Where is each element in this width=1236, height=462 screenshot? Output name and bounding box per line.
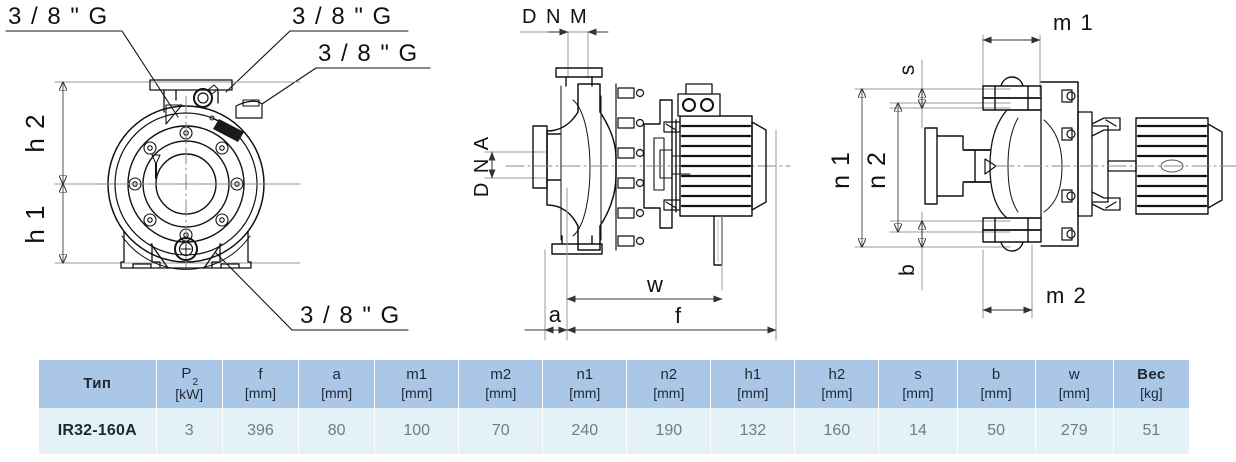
column-header-m2: m2 [mm] — [459, 360, 543, 408]
cell-a: 80 — [299, 408, 375, 454]
cell-f: 396 — [222, 408, 299, 454]
cell-m2: 70 — [459, 408, 543, 454]
cell-m1: 100 — [375, 408, 459, 454]
table-header-row: Тип P2 [kW] f [mm] a [mm] m1 [mm] m2 [mm… — [39, 360, 1189, 408]
callout-label-top-left: 3 / 8 " G — [8, 3, 109, 30]
dim-label-m2: m 2 — [1046, 283, 1087, 308]
top-view-graphic — [854, 34, 1236, 319]
dim-label-f: f — [675, 303, 682, 328]
cell-n1: 240 — [543, 408, 627, 454]
side-view-graphic — [484, 28, 791, 341]
column-header-h2: h2 [mm] — [795, 360, 879, 408]
cell-h1: 132 — [711, 408, 795, 454]
cell-weight: 51 — [1113, 408, 1189, 454]
cell-p2: 3 — [156, 408, 222, 454]
callout-label-top-right: 3 / 8 " G — [292, 3, 393, 30]
dim-label-s: s — [896, 65, 919, 76]
column-header-s: s [mm] — [879, 360, 957, 408]
dim-label-a: a — [549, 302, 562, 327]
column-header-a: a [mm] — [299, 360, 375, 408]
column-header-f: f [mm] — [222, 360, 299, 408]
column-header-m1: m1 [mm] — [375, 360, 459, 408]
table-row: IR32-160A 3 396 80 100 70 240 190 132 16… — [39, 408, 1189, 454]
column-header-p2: P2 [kW] — [156, 360, 222, 408]
dim-label-h1: h 1 — [20, 204, 50, 243]
front-view-graphic — [5, 30, 431, 331]
specification-table: Тип P2 [kW] f [mm] a [mm] m1 [mm] m2 [mm… — [38, 360, 1190, 454]
callout-label-right: 3 / 8 " G — [318, 40, 419, 67]
column-header-n2: n2 [mm] — [627, 360, 711, 408]
cell-b: 50 — [957, 408, 1035, 454]
dim-label-n1: n 1 — [827, 151, 855, 189]
cell-s: 14 — [879, 408, 957, 454]
callout-label-bottom: 3 / 8 " G — [300, 302, 401, 329]
cell-n2: 190 — [627, 408, 711, 454]
cell-w: 279 — [1035, 408, 1113, 454]
cell-h2: 160 — [795, 408, 879, 454]
dim-label-dna: D N A — [471, 135, 493, 197]
dim-label-h2: h 2 — [20, 113, 50, 152]
dim-label-w: w — [646, 272, 663, 297]
column-header-type: Тип — [39, 360, 156, 408]
cell-type: IR32-160A — [39, 408, 156, 454]
column-header-w: w [mm] — [1035, 360, 1113, 408]
dim-label-dnm: D N M — [522, 6, 589, 28]
column-header-h1: h1 [mm] — [711, 360, 795, 408]
technical-drawings-panel: 3 / 8 " G 3 / 8 " G 3 / 8 " G 3 / 8 " G … — [5, 3, 1236, 341]
column-header-n1: n1 [mm] — [543, 360, 627, 408]
dim-label-m1: m 1 — [1053, 10, 1094, 35]
dim-label-b: b — [896, 264, 919, 276]
dim-label-n2: n 2 — [863, 151, 891, 189]
column-header-weight: Вес [kg] — [1113, 360, 1189, 408]
column-header-b: b [mm] — [957, 360, 1035, 408]
